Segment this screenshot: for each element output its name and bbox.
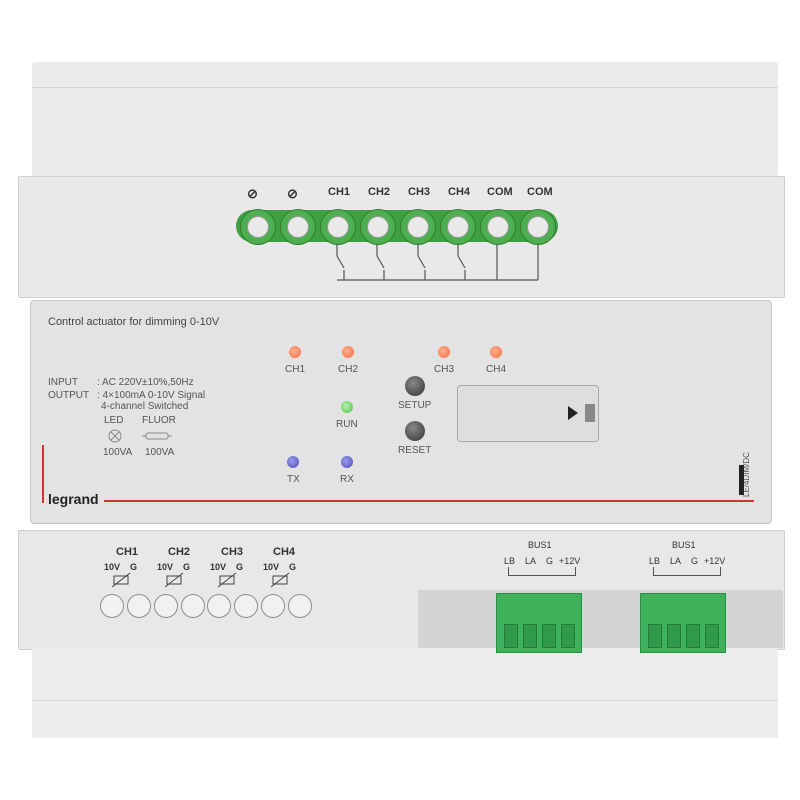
- terminal-label: COM: [487, 186, 513, 198]
- screw-terminal[interactable]: [360, 209, 396, 245]
- bus-pin-12v: +12V: [559, 556, 581, 566]
- rx-led: [341, 456, 353, 468]
- bottom-screw-terminal[interactable]: [261, 594, 285, 618]
- play-arrow-icon: [568, 406, 578, 420]
- setup-button-label: SETUP: [398, 400, 432, 411]
- clip-tab: [739, 465, 744, 495]
- ch2-led: [342, 346, 354, 358]
- screw-terminal[interactable]: [480, 209, 516, 245]
- bottom-screw-terminal[interactable]: [127, 594, 151, 618]
- tx-led-label: TX: [287, 474, 300, 485]
- rail-groove: [32, 87, 778, 88]
- bus-connector-pin: [705, 624, 719, 648]
- bottom-screw-terminal[interactable]: [288, 594, 312, 618]
- bus-pin-lb: LB: [649, 556, 661, 566]
- load-rating-led: 100VA: [103, 447, 133, 458]
- bottom-pin-label: 10V G: [263, 562, 297, 572]
- bus-pin-lb: LB: [504, 556, 516, 566]
- bottom-pin-label: 10V G: [104, 562, 138, 572]
- accent-line: [104, 500, 754, 502]
- bus-connector-pin: [561, 624, 575, 648]
- bus-bracket: [508, 567, 576, 576]
- bus-pin-g: G: [691, 556, 699, 566]
- bottom-step: [418, 590, 783, 648]
- terminal-label: CH1: [328, 186, 351, 198]
- ch3-led: [438, 346, 450, 358]
- bus-bracket: [653, 567, 721, 576]
- status-display: [457, 385, 599, 442]
- screw-terminal[interactable]: [240, 209, 276, 245]
- load-rating-fluor: 100VA: [145, 447, 175, 458]
- bus-connector-pin: [504, 624, 518, 648]
- bus-title: BUS1: [672, 540, 696, 550]
- ch1-led: [289, 346, 301, 358]
- bottom-channel-label: CH4: [273, 546, 296, 558]
- bottom-screw-terminal[interactable]: [100, 594, 124, 618]
- spec-value-input: : AC 220V±10%,50Hz: [97, 377, 194, 388]
- accent-line-vertical: [42, 445, 44, 503]
- run-led-label: RUN: [336, 419, 358, 430]
- screw-terminal[interactable]: [400, 209, 436, 245]
- run-led: [341, 401, 353, 413]
- reset-button-label: RESET: [398, 445, 432, 456]
- ch3-led-label: CH3: [434, 364, 455, 375]
- ch4-led-label: CH4: [486, 364, 507, 375]
- bus-connector-pin: [667, 624, 681, 648]
- rx-led-label: RX: [340, 474, 354, 485]
- brand-logo: legrand: [48, 491, 99, 507]
- relay-wiring-diagram: [336, 244, 539, 281]
- bus-connector-pin: [648, 624, 662, 648]
- load-type-fluor: FLUOR: [142, 415, 176, 426]
- load-symbols: [108, 429, 172, 443]
- bottom-screw-terminal[interactable]: [154, 594, 178, 618]
- terminal-label: ⊘: [287, 186, 298, 201]
- front-panel: [30, 300, 772, 524]
- screw-terminal[interactable]: [520, 209, 556, 245]
- spec-label-input: INPUT: [48, 377, 78, 388]
- screw-terminal[interactable]: [440, 209, 476, 245]
- spec-label-output: OUTPUT: [48, 390, 90, 401]
- potentiometer-symbols: [111, 572, 290, 588]
- bus-connector-pin: [542, 624, 556, 648]
- terminal-label: ⊘: [247, 186, 258, 201]
- bottom-pin-label: 10V G: [157, 562, 191, 572]
- display-tab: [585, 404, 595, 422]
- bus-connector-pin: [686, 624, 700, 648]
- din-rail-top: [32, 62, 778, 177]
- screw-terminal[interactable]: [280, 209, 316, 245]
- reset-button[interactable]: [405, 421, 425, 441]
- bus-pin-g: G: [546, 556, 554, 566]
- terminal-label: CH4: [448, 186, 471, 198]
- bus-pin-12v: +12V: [704, 556, 726, 566]
- spec-value-output-2: 4-channel Switched: [101, 401, 189, 412]
- screw-terminal[interactable]: [320, 209, 356, 245]
- bus-pin-la: LA: [670, 556, 682, 566]
- product-title: Control actuator for dimming 0-10V: [48, 316, 220, 328]
- rail-groove-bottom: [32, 700, 778, 701]
- bottom-screw-terminal[interactable]: [234, 594, 258, 618]
- bottom-channel-label: CH3: [221, 546, 244, 558]
- ch1-led-label: CH1: [285, 364, 306, 375]
- bottom-screw-terminal[interactable]: [181, 594, 205, 618]
- load-type-led: LED: [104, 415, 124, 426]
- bus-pin-la: LA: [525, 556, 537, 566]
- tx-led: [287, 456, 299, 468]
- din-rail-bottom: [32, 648, 778, 738]
- bottom-channel-label: CH1: [116, 546, 139, 558]
- model-label-box: LE/4DIM/DC: [742, 450, 758, 500]
- setup-button[interactable]: [405, 376, 425, 396]
- bottom-channel-label: CH2: [168, 546, 191, 558]
- terminal-label: CH2: [368, 186, 391, 198]
- terminal-label: COM: [527, 186, 553, 198]
- terminal-label: CH3: [408, 186, 431, 198]
- ch2-led-label: CH2: [338, 364, 359, 375]
- bottom-screw-terminal[interactable]: [207, 594, 231, 618]
- bus-connector-pin: [523, 624, 537, 648]
- bottom-pin-label: 10V G: [210, 562, 244, 572]
- spec-value-output: : 4×100mA 0-10V Signal: [97, 390, 206, 401]
- bus-title: BUS1: [528, 540, 552, 550]
- ch4-led: [490, 346, 502, 358]
